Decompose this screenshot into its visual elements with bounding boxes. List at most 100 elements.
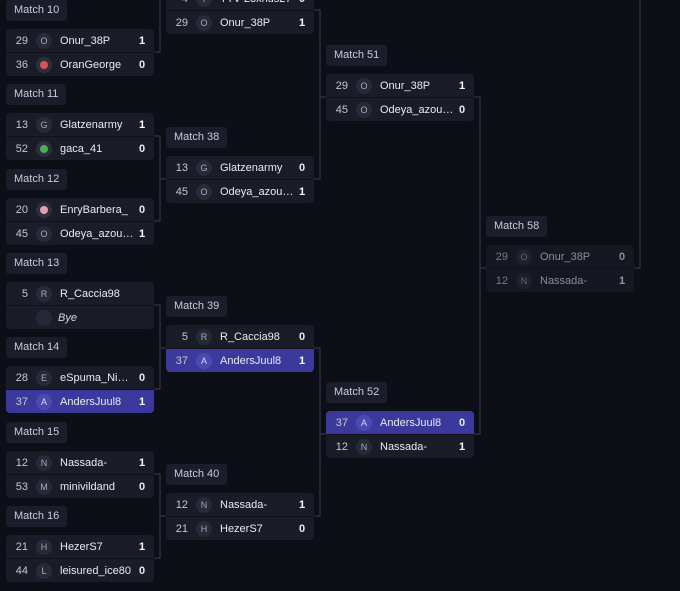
participant-avatar: H xyxy=(196,520,212,537)
participant-name: leisured_ice80 xyxy=(60,564,131,577)
participant-name: Odeya_azoulay xyxy=(220,185,294,198)
participant-row[interactable]: 4TTTV 23xhus270 xyxy=(166,0,314,10)
participant-avatar: O xyxy=(516,248,532,265)
participant-score: 0 xyxy=(138,58,146,71)
participant-score: 0 xyxy=(294,0,310,5)
connector-m51-m52 xyxy=(474,96,486,435)
participant-seed: 37 xyxy=(175,354,188,367)
participant-name: Onur_38P xyxy=(540,250,591,263)
participant-seed: 5 xyxy=(21,287,28,300)
match-label: Match 58 xyxy=(486,216,548,237)
participant-score: 0 xyxy=(618,250,626,263)
match-label: Match 14 xyxy=(6,337,68,358)
participant-score: 0 xyxy=(138,371,146,384)
participant-avatar: H xyxy=(36,538,52,555)
participant-seed: 29 xyxy=(335,79,348,92)
participant-score: 0 xyxy=(138,203,146,216)
match-m14[interactable]: Match 1428EeSpuma_Nimar_7037AAndersJuul8… xyxy=(6,337,154,413)
participant-score: 1 xyxy=(138,34,146,47)
participant-score: 0 xyxy=(138,142,146,155)
participant-score: 0 xyxy=(298,330,306,343)
participant-name: eSpuma_Nimar_7 xyxy=(60,371,134,384)
participant-seed: 29 xyxy=(175,16,188,29)
participant-avatar: O xyxy=(196,14,212,31)
participant-avatar: O xyxy=(36,225,52,242)
participant-seed: 29 xyxy=(495,250,508,263)
participant-score: 0 xyxy=(298,522,306,535)
match-label: Match 15 xyxy=(6,422,68,443)
participant-name: Onur_38P xyxy=(380,79,431,92)
participant-name: Nassada- xyxy=(220,498,268,511)
connector-m15-m16 xyxy=(154,473,166,559)
participant-seed: 21 xyxy=(175,522,188,535)
participant-seed: 12 xyxy=(335,440,348,453)
participant-row[interactable]: 29 O Onur_38P 0 xyxy=(486,245,634,268)
participant-name: Onur_38P xyxy=(60,34,111,47)
participant-name: TTV 23xhus27 xyxy=(220,0,294,5)
participant-score: 1 xyxy=(298,498,306,511)
participant-score: 1 xyxy=(138,456,146,469)
participant-score: 0 xyxy=(458,103,466,116)
participant-row[interactable]: Bye xyxy=(6,305,154,329)
participant-seed: 21 xyxy=(15,540,28,553)
match-label: Match 16 xyxy=(6,506,68,527)
participant-seed: 37 xyxy=(15,395,28,408)
connector-m37-m38 xyxy=(314,9,326,180)
match-label: Match 12 xyxy=(6,169,68,190)
match-label: Match 40 xyxy=(166,464,228,485)
participant-seed: 52 xyxy=(15,142,28,155)
